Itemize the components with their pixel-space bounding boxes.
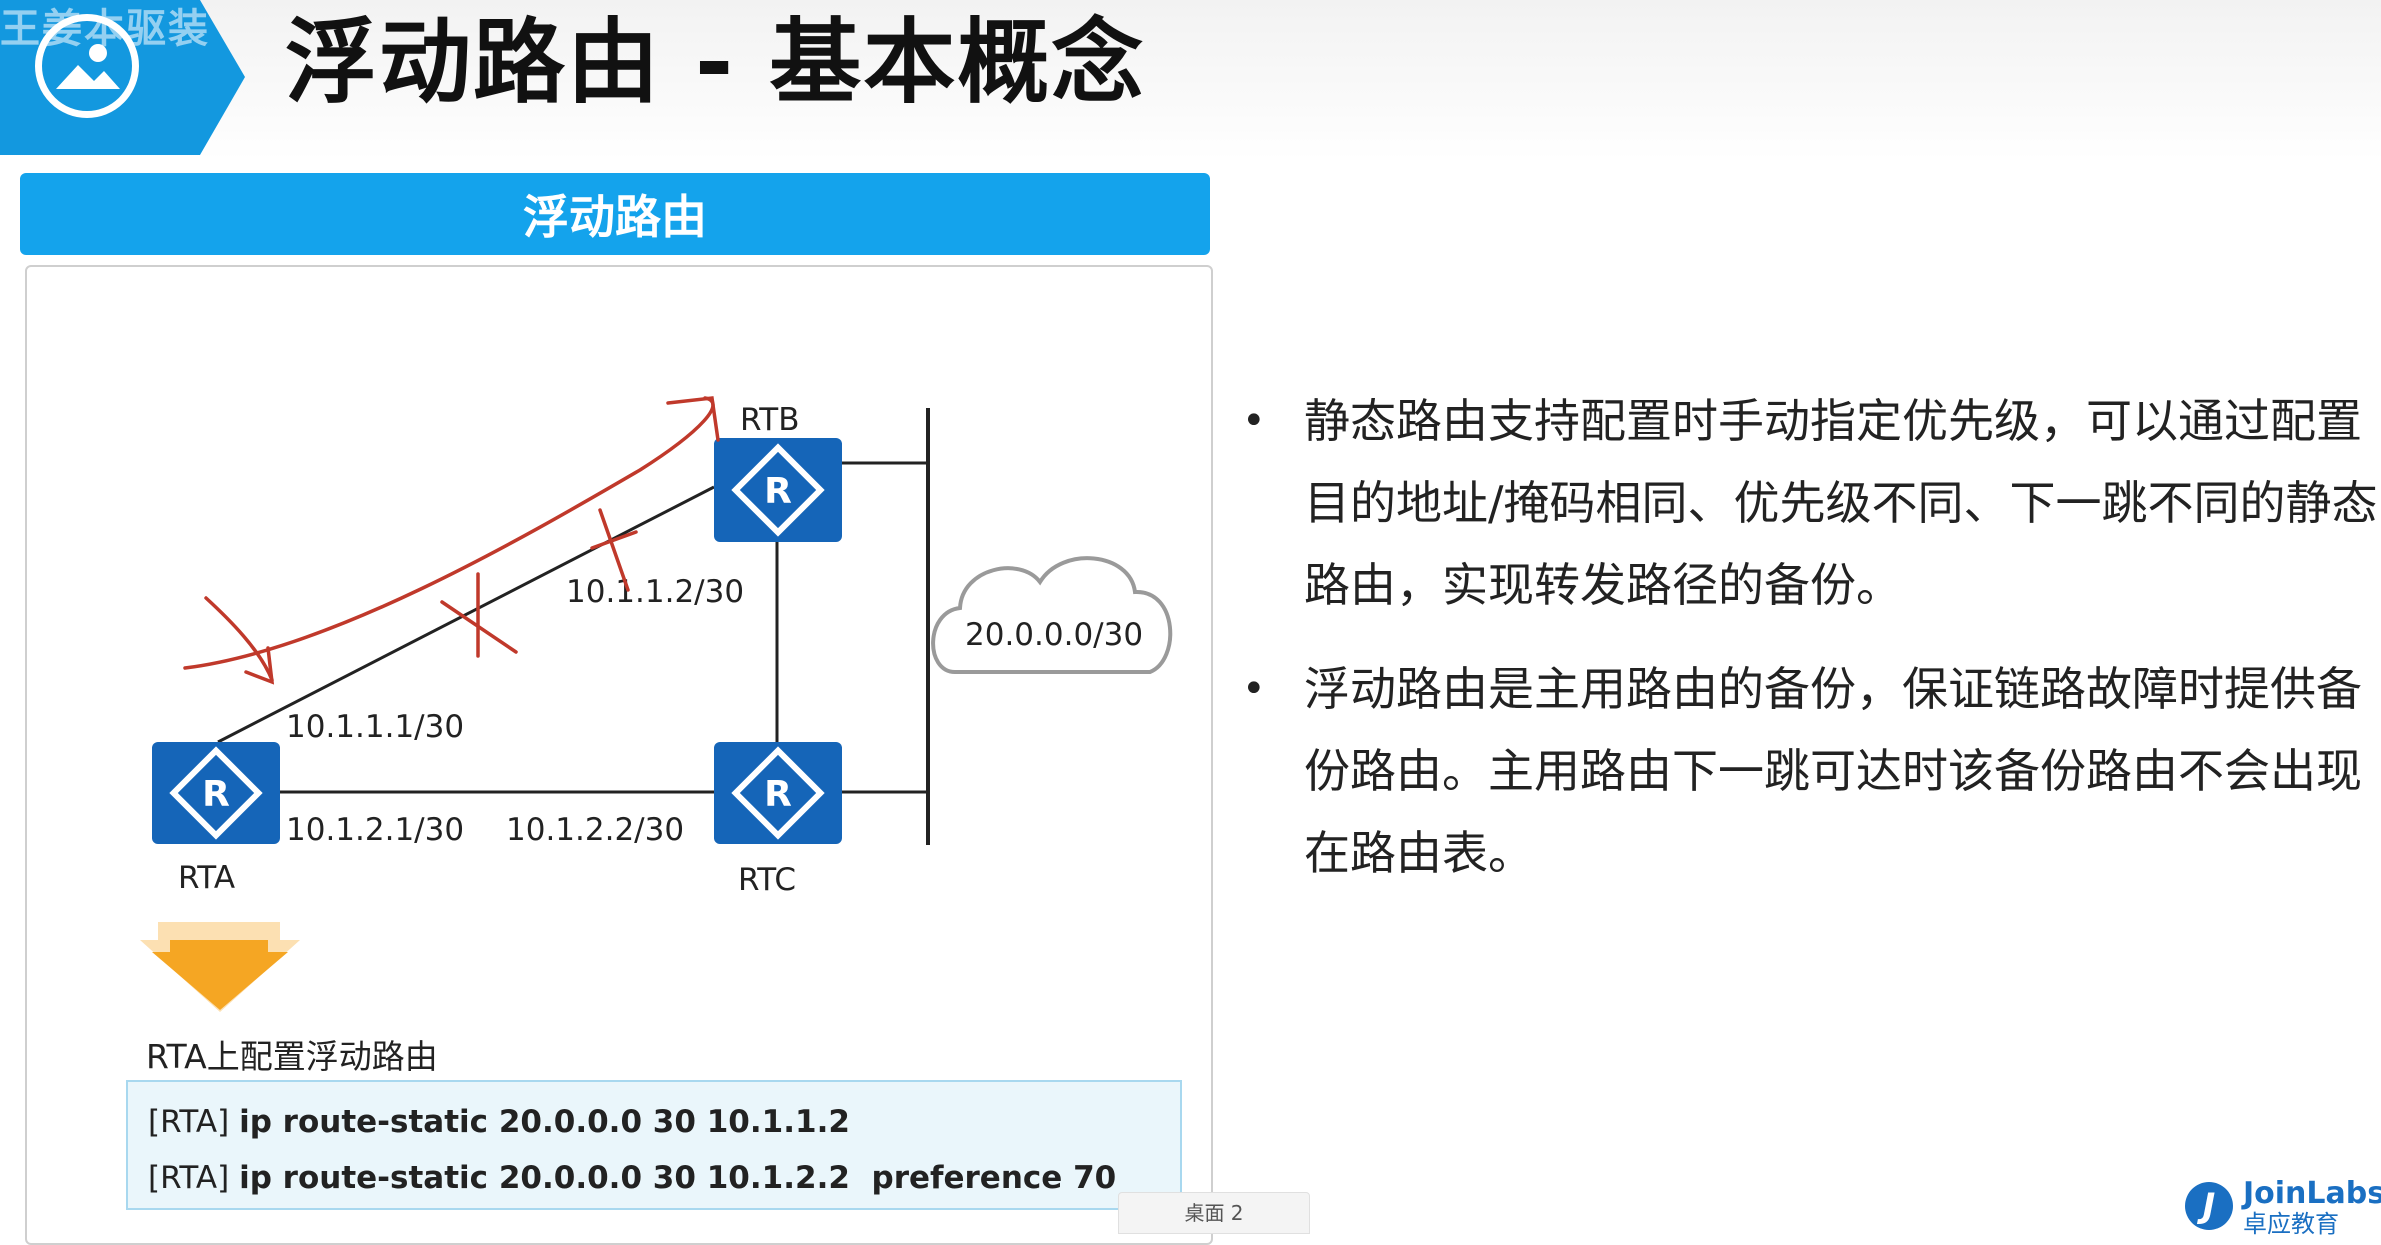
svg-text:R: R — [202, 774, 230, 815]
config-line: [RTA] ip route-static 20.0.0.0 30 10.1.1… — [148, 1104, 850, 1140]
joinlabs-logo-icon: J — [2185, 1182, 2233, 1230]
page-title: 浮动路由 - 基本概念 — [285, 9, 1146, 116]
bullet-list: • 静态路由支持配置时手动指定优先级，可以通过配置目的地址/掩码相同、优先级不同… — [1230, 380, 2380, 916]
panel-title: 浮动路由 — [20, 173, 1210, 255]
header-band — [0, 0, 2381, 160]
svg-text:R: R — [764, 774, 792, 815]
image-icon — [35, 14, 139, 118]
bullet-item: • 静态路由支持配置时手动指定优先级，可以通过配置目的地址/掩码相同、优先级不同… — [1230, 380, 2380, 626]
svg-text:R: R — [764, 471, 792, 512]
brand-logo: J JoinLabs 卓应教育 — [2185, 1176, 2381, 1238]
router-rtc[interactable]: R — [714, 742, 842, 844]
config-label: RTA上配置浮动路由 — [146, 1037, 438, 1076]
config-line: [RTA] ip route-static 20.0.0.0 30 10.1.2… — [148, 1160, 1117, 1196]
brand-name: JoinLabs — [2243, 1176, 2381, 1211]
bullet-text: 静态路由支持配置时手动指定优先级，可以通过配置目的地址/掩码相同、优先级不同、下… — [1304, 394, 2378, 612]
bullet-dot-icon: • — [1242, 666, 1266, 712]
brand-subtitle: 卓应教育 — [2243, 1210, 2339, 1238]
bullet-text: 浮动路由是主用路由的备份，保证链路故障时提供备份路由。主用路由下一跳可达时该备份… — [1304, 662, 2362, 880]
bullet-dot-icon: • — [1242, 398, 1266, 444]
config-code-box: [RTA] ip route-static 20.0.0.0 30 10.1.1… — [126, 1080, 1182, 1210]
bullet-item: • 浮动路由是主用路由的备份，保证链路故障时提供备份路由。主用路由下一跳可达时该… — [1230, 648, 2380, 894]
router-rtb[interactable]: R — [714, 438, 842, 542]
logo-watermark: 王姜本驱装 — [0, 6, 210, 52]
router-rta[interactable]: R — [152, 742, 280, 844]
